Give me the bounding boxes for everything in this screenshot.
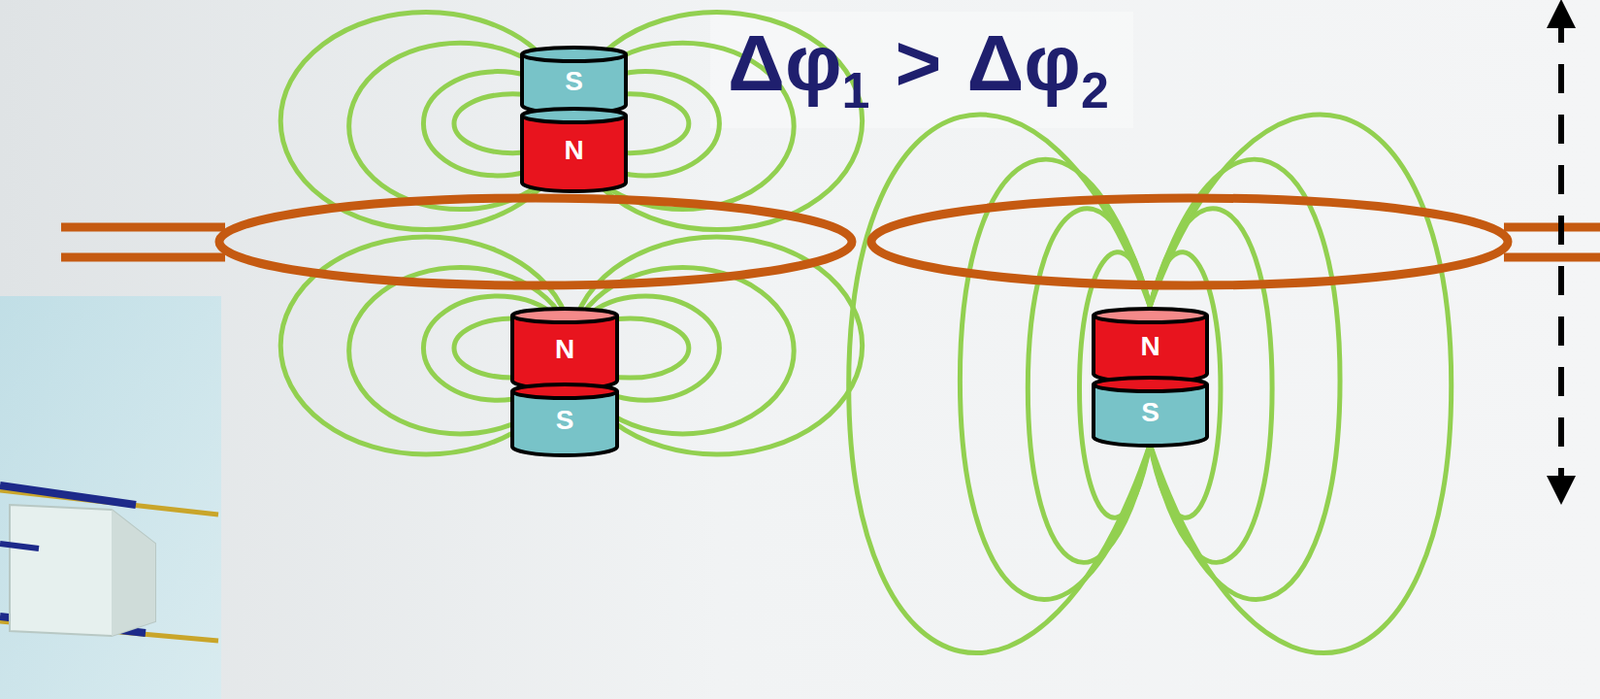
pole-label: N [1091, 306, 1209, 376]
pole-label: N [520, 106, 628, 185]
pole-label: S [510, 382, 620, 449]
magnet-pole: S [1091, 375, 1209, 439]
inset-panel [0, 295, 222, 699]
equation-band [710, 11, 1134, 129]
comparison-sign: > [895, 17, 943, 109]
flux-equation: Δφ1>Δφ2 [727, 17, 1110, 109]
pole-label: S [520, 45, 628, 107]
coil [61, 197, 852, 286]
magnet-pole: S [520, 45, 628, 107]
coil [871, 197, 1600, 286]
magnet-pole: N [510, 306, 620, 383]
flux-symbol: Δφ [966, 17, 1081, 109]
device-picture [0, 485, 219, 641]
magnet-pole: N [1091, 306, 1209, 376]
pole-label: N [510, 306, 620, 383]
flux-symbol: Δφ [727, 17, 843, 109]
subscript: 1 [842, 61, 871, 120]
field-lines [280, 12, 1452, 654]
subscript: 2 [1080, 61, 1110, 120]
magnet-pole: N [520, 106, 628, 185]
pole-label: S [1091, 375, 1209, 439]
motion-arrow [1558, 13, 1565, 490]
magnet-pole: S [510, 382, 620, 449]
